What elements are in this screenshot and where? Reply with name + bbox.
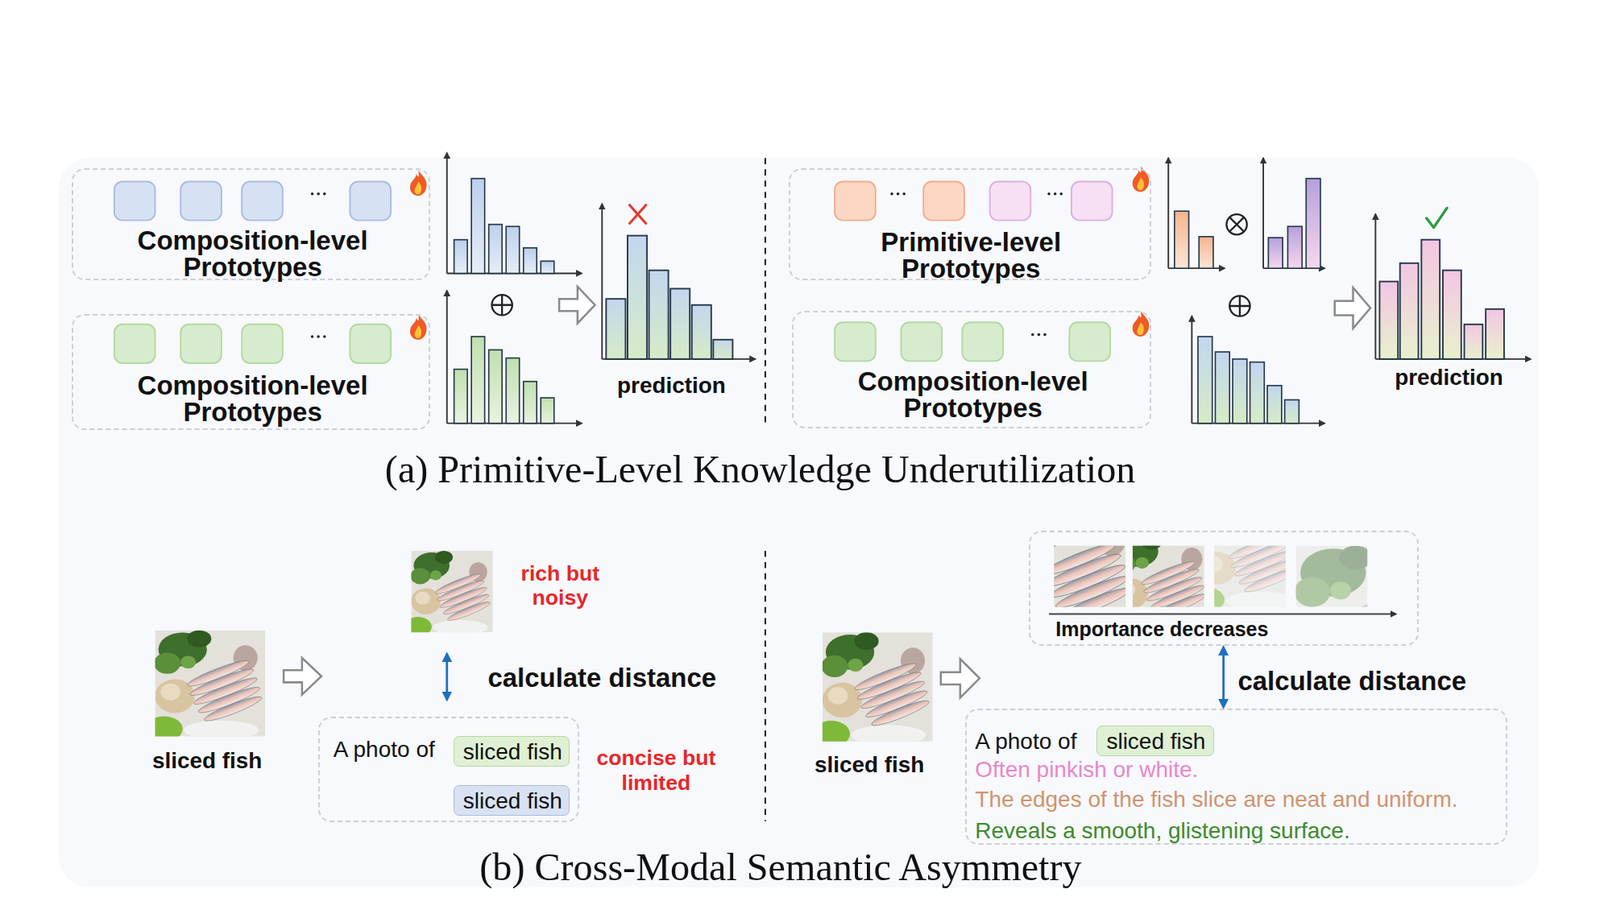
prototype-group: Composition-level Prototypes [71,314,432,431]
otimes-symbol [1226,214,1247,235]
prototype-group: Primitive-level Prototypes [788,168,1152,281]
prototype-squares [834,322,1111,361]
prediction-chart [1375,214,1531,360]
divider-line [764,157,767,423]
prompt-box: A photo of sliced fish sliced fish [318,717,580,822]
oplus-symbol [1229,295,1250,316]
divider-line [764,551,767,822]
hollow-arrow [559,286,595,324]
node-text: sliced fish [1097,726,1215,758]
fish-photo [145,630,267,742]
prototype-squares [114,181,391,220]
class-chip: sliced fish [453,785,570,817]
bar-chart [447,153,582,274]
annotation-label: concise but limited [584,746,728,796]
annotation-label: rich but noisy [509,561,612,611]
prototype-group: Composition-level Prototypes [71,168,432,281]
bar-chart [1168,157,1225,269]
trainable-flame-icons [410,165,1149,340]
class-chip: sliced fish [1096,725,1215,757]
annotation-label: sliced fish [152,748,262,775]
node-text: Composition-level Prototypes [99,372,407,426]
node-text: Composition-level Prototypes [820,368,1127,422]
prototype-squares [990,181,1113,220]
description-box: A photo ofOften pinkish or white.The edg… [965,708,1508,845]
oplus-symbol [491,294,512,316]
wrong-mark [629,205,646,224]
node-text: The edges of the fish slice are neat and… [974,785,1458,814]
crop-strip-box: Importance decreases [1028,530,1419,647]
annotation-label: prediction [617,373,726,399]
fish-photo [812,632,935,747]
correct-mark [1426,207,1447,228]
annotation-label: (a) Primitive-Level Knowledge Underutili… [385,447,1136,492]
node-text: Primitive-level Prototypes [817,228,1124,282]
hollow-arrow [1334,287,1371,329]
node-text: A photo of [974,727,1077,756]
importance-axis [1048,613,1397,616]
node-text: A photo of [333,735,436,764]
annotation-label: prediction [1394,364,1504,391]
bar-chart [1263,157,1325,269]
fish-photo [403,551,494,637]
node-text: sliced fish [454,786,571,817]
prediction-chart [601,203,755,360]
prototype-squares [834,181,965,220]
node-text: sliced fish [454,737,571,768]
bar-chart [1191,316,1325,424]
node-text: Importance decreases [1055,617,1269,641]
prototype-group: Composition-level Prototypes [791,310,1152,429]
node-text: Composition-level Prototypes [99,227,407,281]
distance-arrow [445,654,448,701]
annotation-label: sliced fish [814,752,925,779]
hollow-arrow [940,659,980,698]
annotation-label: (b) Cross-Modal Semantic Asymmetry [479,845,1082,890]
node-text: Reveals a smooth, glistening surface. [974,816,1350,846]
class-chip: sliced fish [453,736,570,767]
edge-label: calculate distance [1237,666,1467,697]
annotation-label: calculate distance [487,663,717,694]
prototype-squares [114,324,391,364]
distance-connector [1222,647,1225,709]
hollow-arrow [283,658,322,696]
node-text: Often pinkish or white. [974,755,1198,784]
